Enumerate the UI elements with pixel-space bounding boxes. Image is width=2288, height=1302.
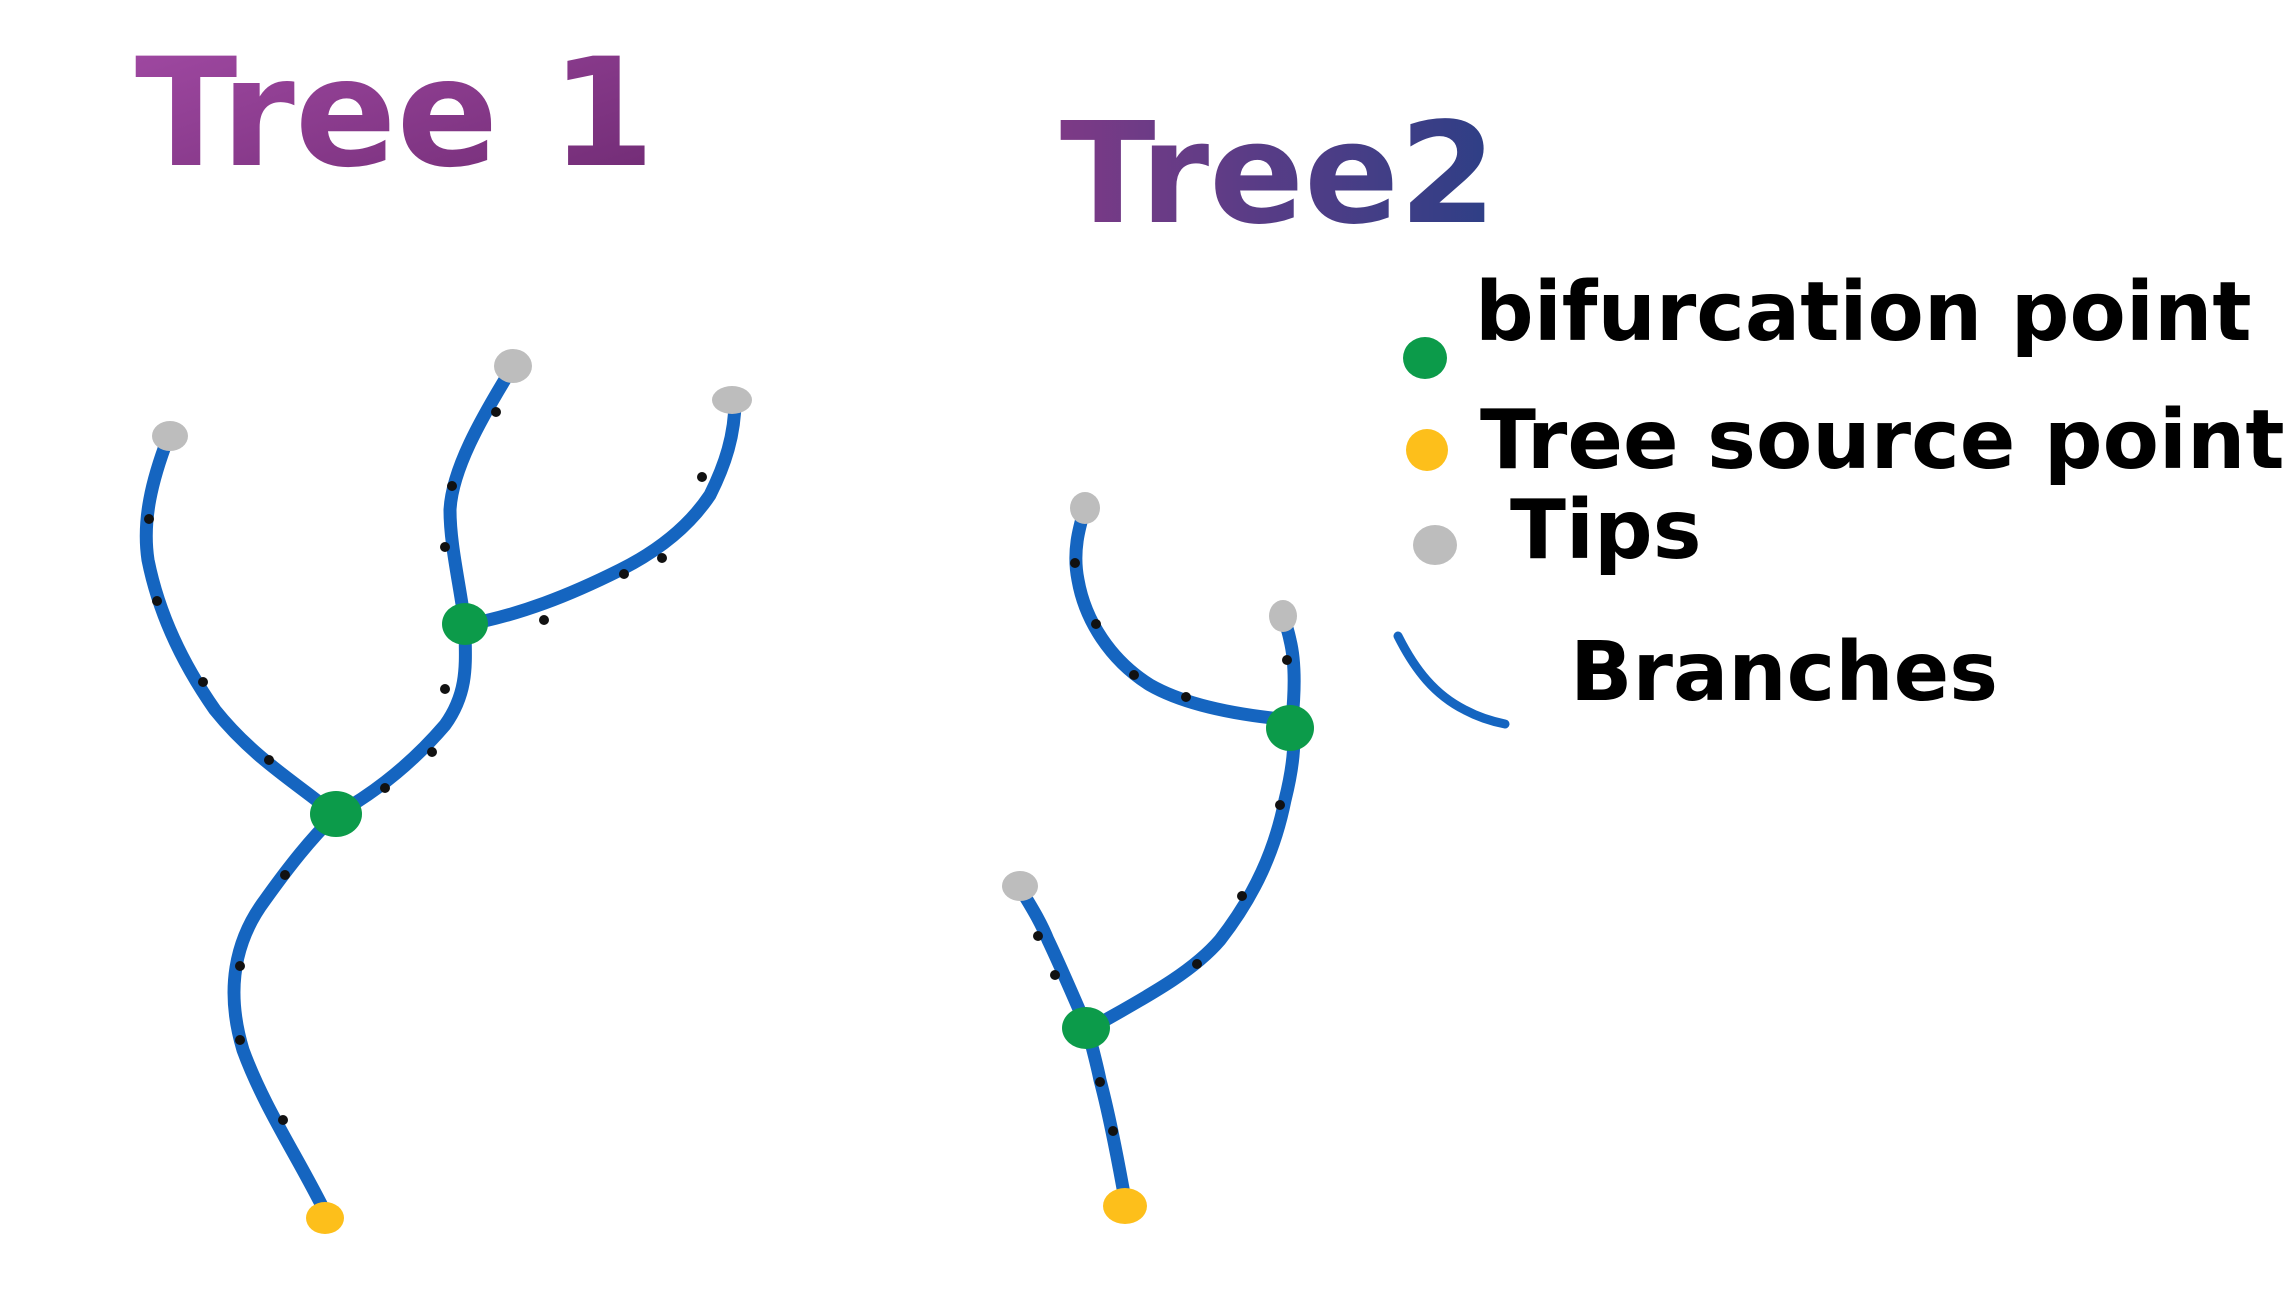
node-dot (447, 481, 457, 491)
tree1-bifurcations (310, 603, 488, 837)
tree2-branch-trunk (1081, 1023, 1133, 1212)
node-dot (235, 1035, 245, 1045)
tree1-tips (152, 349, 752, 451)
node-dot (1070, 558, 1080, 568)
node-dot (440, 542, 450, 552)
tree2-tips (1002, 492, 1297, 901)
tree2-branch-main (1081, 713, 1301, 1037)
node-dot (1282, 655, 1292, 665)
node-dot (1091, 619, 1101, 629)
node-dot (198, 677, 208, 687)
node-dot (235, 961, 245, 971)
tree2-branch-upper-left (1069, 501, 1299, 727)
tip-point (152, 421, 188, 451)
bifurcation-point (1266, 705, 1314, 751)
node-dot (380, 783, 390, 793)
tree1-branches (139, 361, 742, 1225)
node-dot (1108, 1126, 1118, 1136)
node-dot (427, 747, 437, 757)
node-dot (539, 615, 549, 625)
node-dot (264, 755, 274, 765)
legend: bifurcation point Tree source point Tips… (1393, 265, 2285, 729)
legend-branches-marker (1393, 631, 1510, 729)
node-dot (1192, 959, 1202, 969)
tree2-title: Tree2 (1060, 93, 1496, 256)
tree1-source-point (306, 1202, 344, 1234)
node-dot (491, 407, 501, 417)
node-dot (1181, 692, 1191, 702)
legend-bifurcation-marker (1403, 337, 1447, 379)
node-dot (1050, 970, 1060, 980)
legend-tips-marker (1413, 525, 1457, 565)
bifurcation-point (1062, 1007, 1110, 1049)
tip-point (1269, 600, 1297, 632)
node-dot (1129, 670, 1139, 680)
tree2-bifurcations (1062, 705, 1314, 1049)
tree1-branch-middle (328, 361, 519, 822)
node-dot (697, 472, 707, 482)
node-dot (278, 1115, 288, 1125)
bifurcation-point (310, 791, 362, 837)
tree1-title: Tree 1 (135, 27, 655, 201)
tree2-node-dots (1033, 558, 1292, 1136)
bifurcation-point (442, 603, 488, 645)
legend-item-tips: Tips (1413, 483, 1702, 578)
tree2-source-point (1103, 1188, 1147, 1224)
node-dot (280, 870, 290, 880)
legend-branches-label: Branches (1570, 625, 1998, 720)
tree1-node-dots (144, 407, 707, 1125)
tip-point (494, 349, 532, 383)
tree1 (139, 349, 752, 1234)
node-dot (1095, 1077, 1105, 1087)
tree1-branch-left (139, 431, 342, 822)
legend-item-bifurcation: bifurcation point (1403, 265, 2252, 379)
tree2-branch-lower-left (1013, 881, 1095, 1037)
tree2-branches (1013, 501, 1301, 1212)
node-dot (152, 596, 162, 606)
node-dot (619, 569, 629, 579)
legend-tips-label: Tips (1510, 483, 1702, 578)
tip-point (1002, 871, 1038, 901)
legend-item-branches: Branches (1393, 625, 1998, 729)
node-dot (1275, 800, 1285, 810)
node-dot (1033, 931, 1043, 941)
tip-point (712, 386, 752, 414)
tip-point (1070, 492, 1100, 524)
node-dot (440, 684, 450, 694)
tree1-branch-trunk (227, 808, 342, 1225)
legend-bifurcation-label: bifurcation point (1475, 265, 2252, 360)
legend-item-source: Tree source point (1406, 393, 2285, 488)
tree1-branch-right (458, 393, 742, 632)
legend-source-label: Tree source point (1480, 393, 2285, 488)
node-dot (1237, 891, 1247, 901)
legend-source-marker (1406, 429, 1448, 471)
tree2 (1002, 492, 1314, 1224)
node-dot (657, 553, 667, 563)
node-dot (144, 514, 154, 524)
